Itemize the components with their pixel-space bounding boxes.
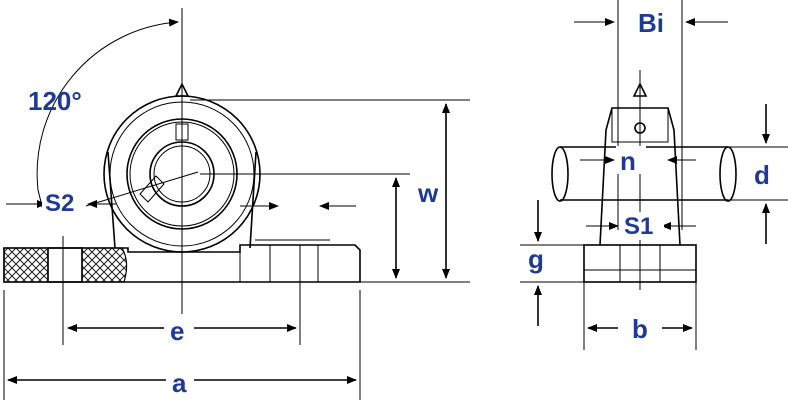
angle-label: 120° <box>28 86 82 116</box>
e-label: e <box>170 316 184 346</box>
b-label: b <box>632 314 648 344</box>
s2-label: S2 <box>45 190 74 217</box>
g-label: g <box>528 244 544 274</box>
angle-arc <box>36 18 179 191</box>
front-view <box>3 8 470 400</box>
d-label: d <box>754 160 770 190</box>
s1-label: S1 <box>624 213 653 240</box>
base-section-left <box>3 247 49 283</box>
bolt-slot-left <box>47 247 83 283</box>
w-label: w <box>417 178 439 208</box>
a-label: a <box>172 368 187 398</box>
bi-label: Bi <box>638 8 664 38</box>
side-view <box>520 0 788 350</box>
base-section-mid <box>81 247 128 283</box>
n-label: n <box>620 146 636 176</box>
